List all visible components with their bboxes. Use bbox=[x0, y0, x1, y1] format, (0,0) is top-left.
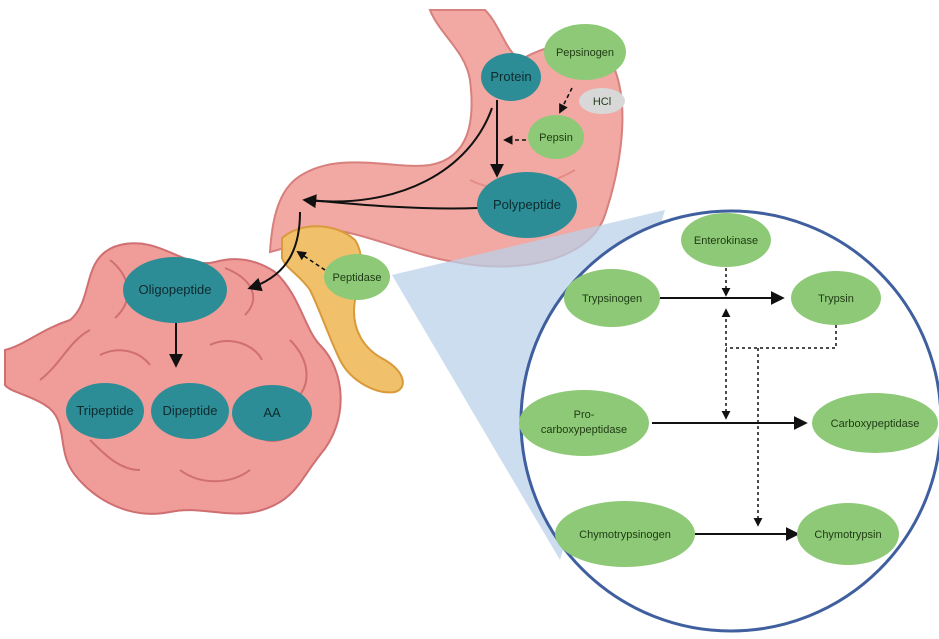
node-aa: AA bbox=[232, 385, 312, 441]
node-trypsinogen: Trypsinogen bbox=[564, 269, 660, 327]
node-chymotrypsinogen: Chymotrypsinogen bbox=[555, 501, 695, 567]
node-enterokinase: Enterokinase bbox=[681, 213, 771, 267]
node-pepsin-label: Pepsin bbox=[539, 132, 573, 144]
node-carboxypeptidase: Carboxypeptidase bbox=[812, 393, 938, 453]
node-tripeptide-label: Tripeptide bbox=[76, 403, 133, 418]
node-protein: Protein bbox=[481, 53, 541, 101]
node-enterokinase-label: Enterokinase bbox=[694, 235, 758, 247]
node-hcl-label: HCl bbox=[593, 96, 611, 108]
node-oligopeptide: Oligopeptide bbox=[123, 257, 227, 323]
node-polypeptide: Polypeptide bbox=[477, 172, 577, 238]
node-procarboxypeptidase-label-2: carboxypeptidase bbox=[541, 424, 627, 436]
node-chymotrypsinogen-label: Chymotrypsinogen bbox=[579, 529, 671, 541]
node-dipeptide-label: Dipeptide bbox=[163, 403, 218, 418]
node-tripeptide: Tripeptide bbox=[66, 383, 144, 439]
node-chymotrypsin-label: Chymotrypsin bbox=[814, 529, 881, 541]
node-trypsin: Trypsin bbox=[791, 271, 881, 325]
node-protein-label: Protein bbox=[490, 69, 531, 84]
node-procarboxypeptidase-label-1: Pro- bbox=[574, 409, 595, 421]
node-chymotrypsin: Chymotrypsin bbox=[797, 503, 899, 565]
node-polypeptide-label: Polypeptide bbox=[493, 197, 561, 212]
node-peptidase: Peptidase bbox=[324, 254, 390, 300]
node-aa-label: AA bbox=[263, 405, 281, 420]
node-trypsin-label: Trypsin bbox=[818, 293, 854, 305]
node-pepsinogen: Pepsinogen bbox=[544, 24, 626, 80]
node-oligopeptide-label: Oligopeptide bbox=[139, 282, 212, 297]
node-trypsinogen-label: Trypsinogen bbox=[582, 293, 642, 305]
node-procarboxypeptidase: Pro- carboxypeptidase bbox=[519, 390, 649, 456]
node-hcl: HCl bbox=[579, 88, 625, 114]
node-peptidase-label: Peptidase bbox=[333, 272, 382, 284]
node-pepsinogen-label: Pepsinogen bbox=[556, 47, 614, 59]
node-pepsin: Pepsin bbox=[528, 115, 584, 159]
node-carboxypeptidase-label: Carboxypeptidase bbox=[831, 418, 920, 430]
node-dipeptide: Dipeptide bbox=[151, 383, 229, 439]
